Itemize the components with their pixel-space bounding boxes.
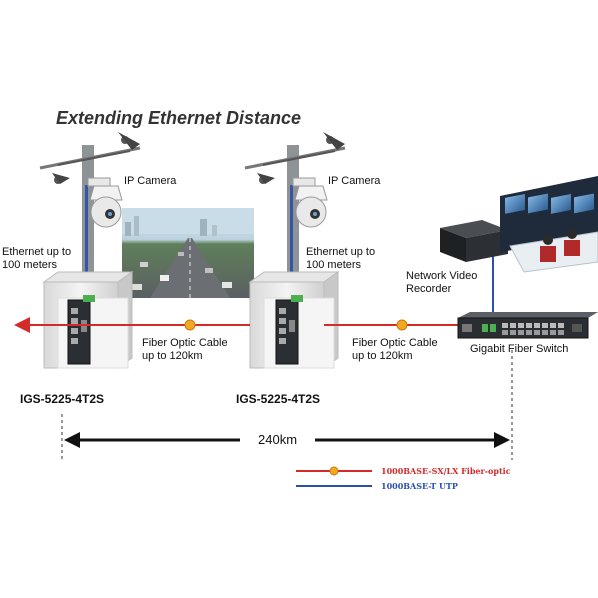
- fiber-label-line1: Fiber Optic Cable: [142, 337, 228, 349]
- ethernet-label-line1: Ethernet up to: [2, 246, 72, 258]
- arrow-left-icon: [14, 317, 30, 333]
- legend-utp-label: 1000BASE-T UTP: [381, 481, 458, 491]
- camera-label: IP Camera: [124, 175, 177, 187]
- monitor-wall-icon: [500, 176, 598, 273]
- fiber-line: [14, 317, 470, 333]
- nvr-label-line1: Network Video: [406, 270, 478, 282]
- ip-camera-icon: [87, 177, 123, 228]
- igs-switch-icon: [275, 295, 303, 365]
- distance-label: 240km: [258, 432, 298, 447]
- distance-indicator: [61, 350, 513, 460]
- ethernet-label-line1: Ethernet up to: [306, 246, 376, 258]
- fiber-label-line2: up to 120km: [142, 350, 203, 362]
- fiber-label-line2: up to 120km: [352, 350, 413, 362]
- fiber-node-icon: [396, 319, 408, 331]
- legend: [296, 466, 372, 487]
- model-label: IGS-5225-4T2S: [20, 392, 105, 406]
- highway-photo: [122, 208, 254, 298]
- legend-fiber-label: 1000BASE-SX/LX Fiber-optic: [381, 466, 511, 476]
- gigabit-switch-icon: [457, 312, 598, 339]
- switch-label: Gigabit Fiber Switch: [470, 343, 569, 355]
- model-label: IGS-5225-4T2S: [236, 392, 321, 406]
- ip-camera-icon: [292, 177, 328, 228]
- fiber-label-line1: Fiber Optic Cable: [352, 337, 438, 349]
- arrow-left-icon: [64, 432, 80, 448]
- ethernet-label-line2: 100 meters: [306, 259, 362, 271]
- ethernet-label-line2: 100 meters: [2, 259, 58, 271]
- nvr-label-line2: Recorder: [406, 283, 452, 295]
- camera-label: IP Camera: [328, 175, 381, 187]
- diagram-title: Extending Ethernet Distance: [56, 108, 302, 128]
- fiber-node-icon: [184, 319, 196, 331]
- nvr-icon: [440, 220, 508, 262]
- arrow-right-icon: [494, 432, 510, 448]
